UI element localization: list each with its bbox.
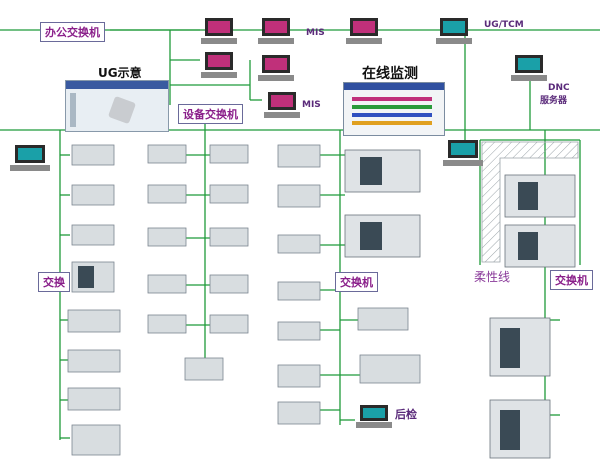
machine-tool (71, 424, 121, 456)
machine-tool (71, 224, 115, 246)
machine-tool (359, 354, 421, 384)
pc-icon (346, 18, 382, 44)
pc-icon (201, 18, 237, 44)
machining-center (344, 149, 421, 193)
online-monitor-window (343, 82, 445, 136)
pc-icon (201, 52, 237, 78)
machine-tool (147, 184, 187, 204)
machining-center (504, 174, 576, 218)
machine-tool (71, 144, 115, 166)
machine-tool (147, 314, 187, 334)
machine-tool (277, 184, 321, 208)
machine-tool (357, 307, 409, 331)
machine-tool (277, 144, 321, 168)
pc-icon (443, 140, 483, 166)
machine-tool (209, 144, 249, 164)
machine-tool (67, 387, 121, 411)
pc-icon (258, 18, 294, 44)
machine-tool (277, 364, 321, 388)
mis-label-2: MIS (302, 100, 321, 110)
pc-icon (258, 55, 294, 81)
equipment-switch-label: 设备交换机 (178, 104, 243, 124)
machine-tool (277, 321, 321, 341)
machine-tool (277, 401, 321, 425)
ug-tcm-label: UG/TCM (484, 20, 524, 30)
office-switch-label: 办公交换机 (40, 22, 105, 42)
mis-label-1: MIS (306, 28, 325, 38)
machine-tool (209, 184, 249, 204)
left-switch-label: 交换 (38, 272, 70, 292)
pc-icon (264, 92, 300, 118)
machine-tool (209, 314, 249, 334)
pc-icon (436, 18, 472, 44)
pc-icon (511, 55, 547, 81)
dnc-server-label-2: 服务器 (540, 96, 568, 106)
flexible-line-label: 柔性线 (474, 270, 511, 284)
machine-tool (71, 184, 115, 206)
machine-tool (67, 349, 121, 373)
machine-tool (67, 309, 121, 333)
online-monitor-label: 在线监测 (362, 66, 418, 82)
final-inspection-label: 后检 (395, 408, 417, 421)
ug-display-window (65, 80, 169, 132)
machining-center (344, 214, 421, 258)
machine-tool (209, 274, 249, 294)
pc-icon (10, 145, 50, 171)
pc-icon (356, 405, 392, 428)
ug-display-label: UG示意 (98, 66, 142, 80)
machine-tool (147, 227, 187, 247)
machine-tool (277, 281, 321, 301)
machine-tool (184, 357, 224, 381)
machine-tool (147, 274, 187, 294)
center-switch-label: 交换机 (335, 272, 378, 292)
right-switch-label: 交换机 (550, 270, 593, 290)
machining-center (504, 224, 576, 268)
machine-tool (209, 227, 249, 247)
machine-tool (277, 234, 321, 254)
dnc-server-label-1: DNC (548, 83, 570, 93)
machine-tool (147, 144, 187, 164)
